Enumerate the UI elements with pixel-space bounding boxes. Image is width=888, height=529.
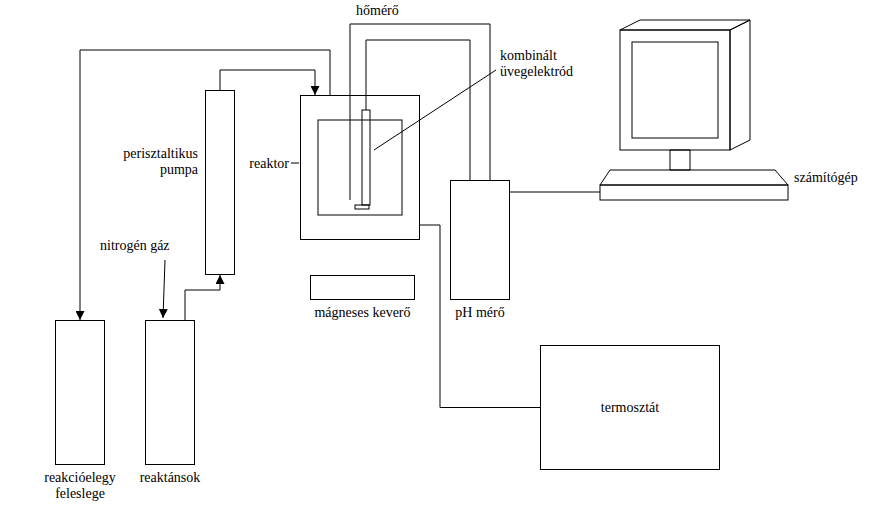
keyboard-front bbox=[600, 185, 788, 200]
node-label: perisztaltikus pumpa bbox=[98, 146, 198, 178]
monitor-stand bbox=[670, 150, 690, 170]
node-label: reaktánsok bbox=[140, 470, 201, 486]
stir-bar bbox=[355, 205, 369, 209]
monitor-screen bbox=[632, 42, 718, 138]
electrode-symbol bbox=[362, 110, 370, 205]
part-label: kombinált üvegelektród bbox=[500, 48, 595, 80]
tube-connector bbox=[80, 50, 330, 320]
node-label: számítógép bbox=[794, 170, 858, 186]
tube-connector bbox=[185, 275, 220, 320]
electrode-wire bbox=[366, 40, 470, 180]
part-label: nitrogén gáz bbox=[100, 238, 170, 254]
keyboard-top bbox=[600, 170, 788, 185]
pump-box: perisztaltikus pumpa bbox=[205, 90, 235, 275]
stirrer-box: mágneses keverő bbox=[310, 275, 415, 300]
monitor-front bbox=[620, 30, 730, 150]
reactant-bottle: reaktánsok bbox=[145, 320, 195, 465]
node-label: reakcióelegy feleslege bbox=[33, 470, 128, 502]
node-label: termosztát bbox=[601, 399, 659, 415]
node-label: mágneses keverő bbox=[314, 305, 410, 321]
monitor-side bbox=[730, 20, 750, 150]
beaker bbox=[318, 120, 402, 215]
gas-inlet-arrow bbox=[163, 260, 165, 318]
thermostat-box: termosztát bbox=[540, 345, 720, 470]
monitor-top bbox=[620, 20, 750, 30]
thermometer-wire bbox=[350, 24, 490, 180]
reactor-box: reaktor bbox=[300, 95, 420, 240]
node-label: pH mérő bbox=[455, 305, 504, 321]
computer-node: számítógép bbox=[590, 20, 790, 210]
thermometer-symbol bbox=[350, 24, 351, 200]
ph-meter-box: pH mérő bbox=[450, 180, 510, 300]
node-label: reaktor bbox=[249, 156, 289, 172]
leader-line bbox=[374, 70, 496, 150]
part-label: hőmérő bbox=[356, 3, 399, 19]
waste-bottle: reakcióelegy feleslege bbox=[55, 320, 105, 465]
tube-connector bbox=[510, 192, 600, 193]
leader-line bbox=[291, 163, 299, 164]
tube-connector bbox=[420, 225, 540, 408]
